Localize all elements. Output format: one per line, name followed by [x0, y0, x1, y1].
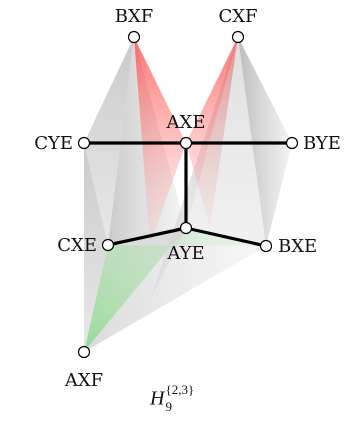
facet-green [84, 228, 266, 352]
edge-aye-cxe [106, 226, 188, 247]
caption-letter: H [150, 387, 165, 410]
vertex-bye [285, 136, 299, 150]
vertex-aye [179, 221, 193, 235]
facet-bxf-red [134, 37, 186, 245]
vertex-cxe [101, 238, 115, 252]
edge-aye-bxe [184, 226, 268, 248]
vertex-axe [179, 136, 193, 150]
label-bye: BYE [303, 133, 341, 154]
caption-subscript: 9 [165, 399, 172, 414]
facets [84, 37, 292, 352]
label-cxe: CXE [57, 235, 97, 256]
label-bxe: BXE [278, 236, 317, 257]
diagram-caption: H{2,3} 9 [150, 382, 195, 414]
vertex-bxe [259, 239, 273, 253]
label-bxf: BXF [115, 6, 154, 27]
vertex-labels: BXF CXF AXE CYE BYE CXE AYE BXE AXF [34, 6, 341, 391]
vertices [77, 30, 299, 359]
vertex-cxf [231, 30, 245, 44]
vertex-cye [77, 136, 91, 150]
facet-left-wall [84, 143, 108, 352]
facet-bottom [84, 228, 266, 352]
label-cxf: CXF [218, 6, 257, 27]
label-axf: AXF [64, 370, 103, 391]
facet-bxf-left [84, 37, 134, 245]
vertex-axf [77, 345, 91, 359]
label-axe: AXE [166, 112, 206, 133]
label-cye: CYE [34, 133, 73, 154]
vertex-bxf [127, 30, 141, 44]
caption-superscript: {2,3} [165, 382, 195, 397]
label-aye: AYE [166, 243, 204, 264]
